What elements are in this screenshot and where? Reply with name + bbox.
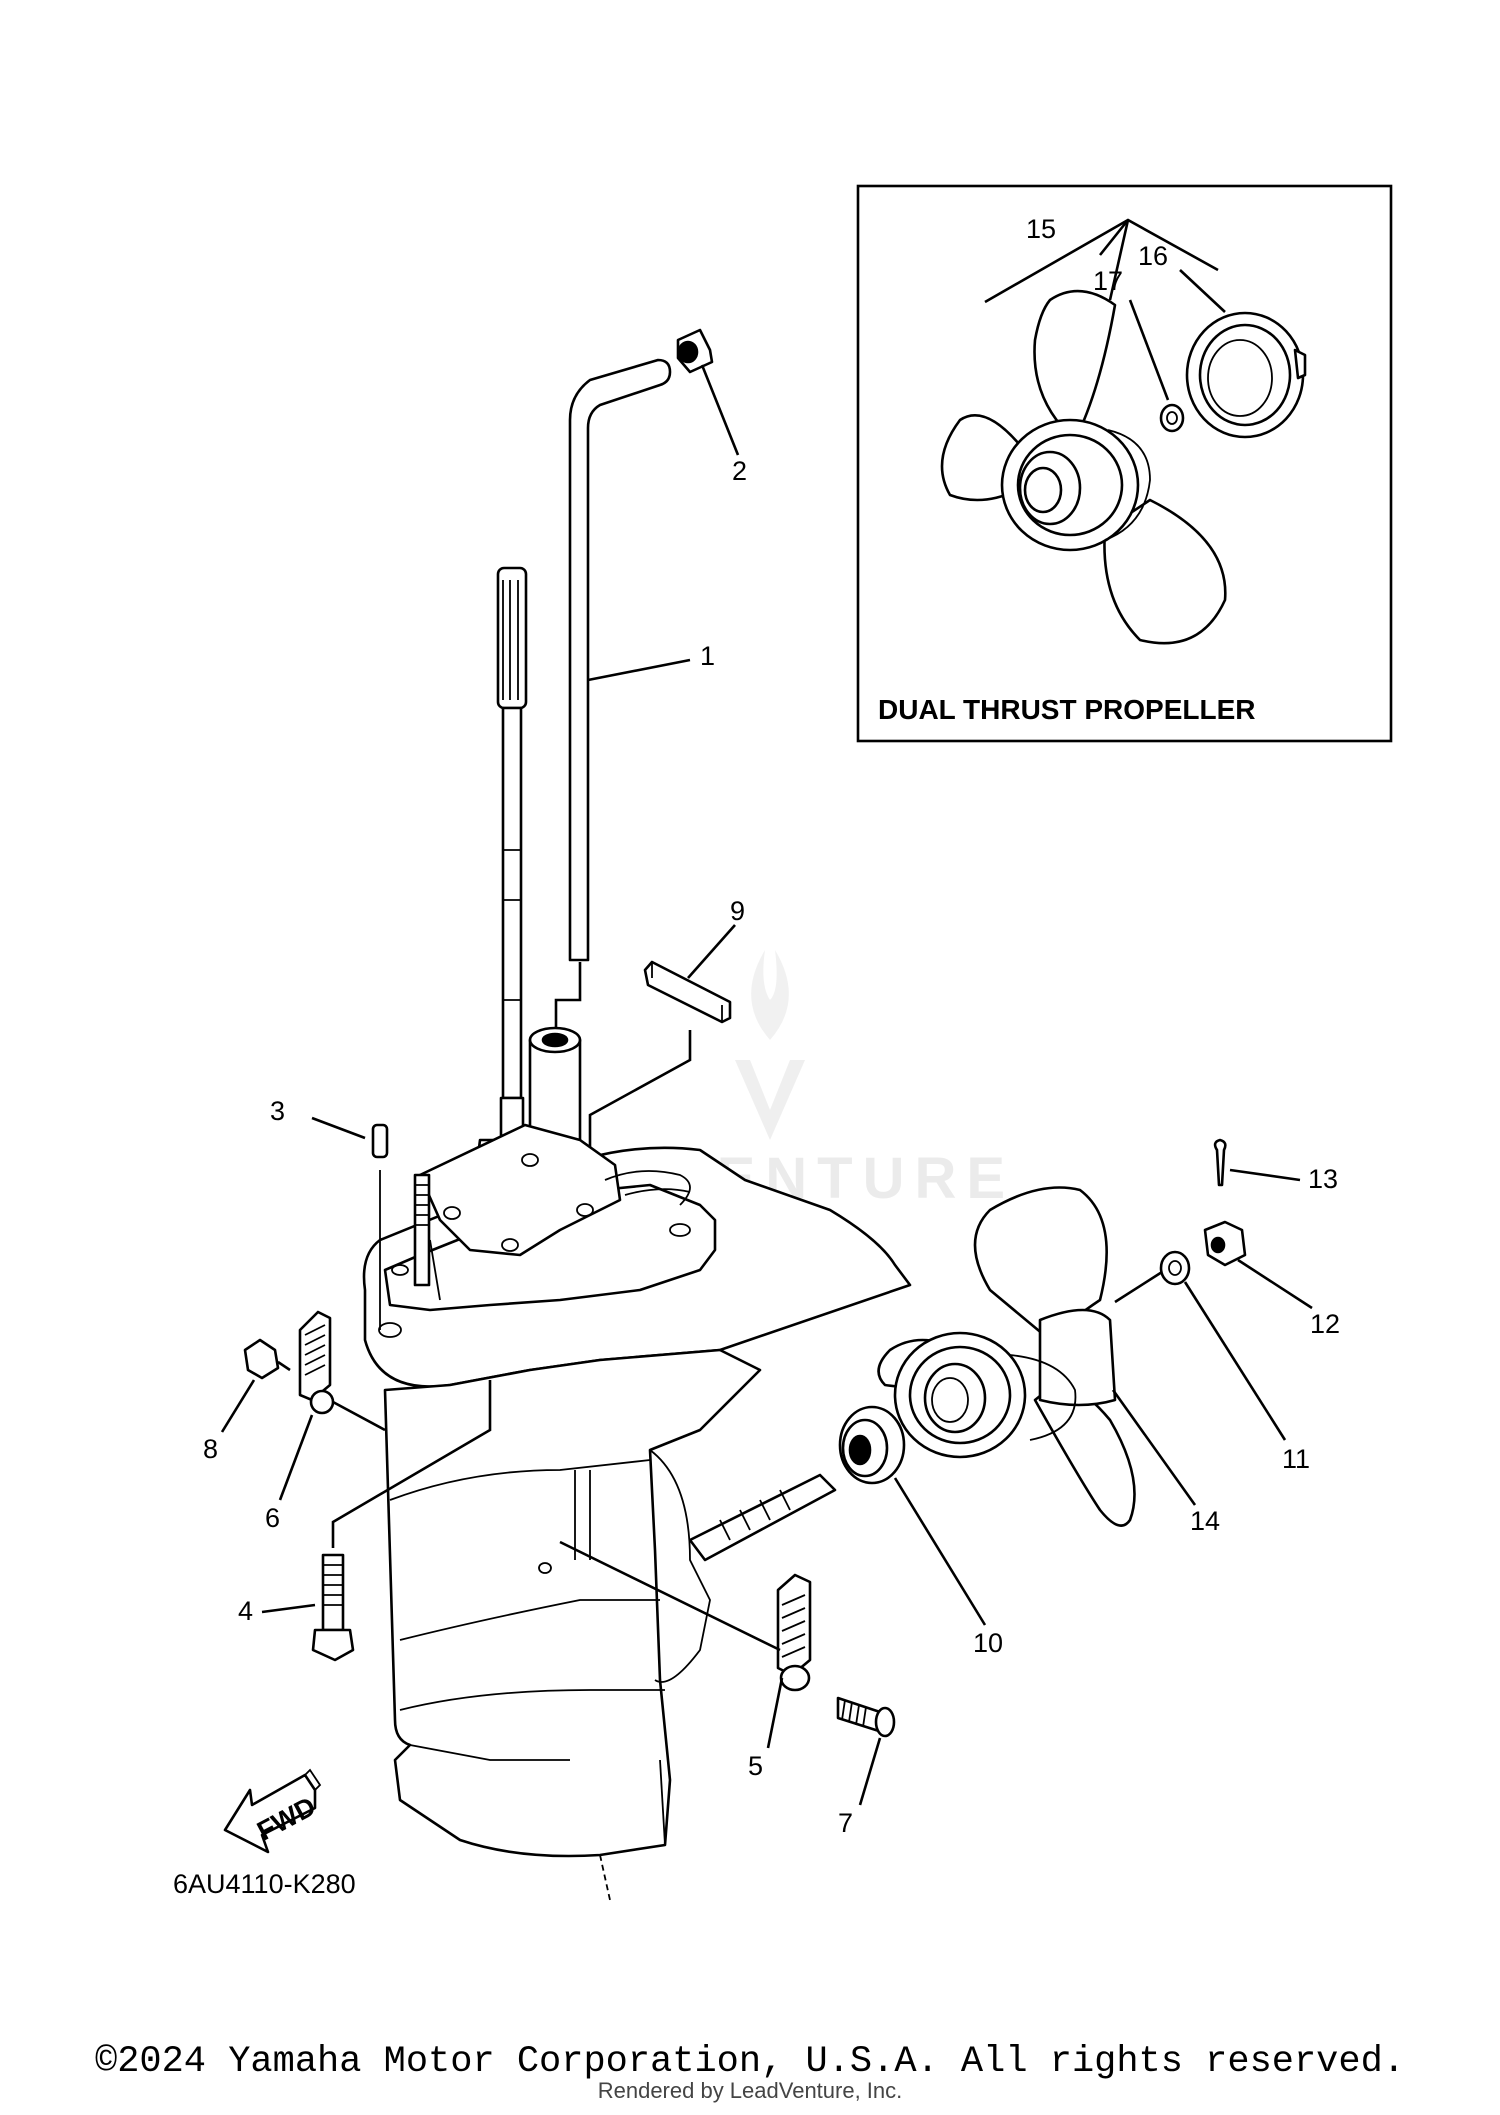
part-9-damper-icon: 9 <box>588 896 745 1150</box>
parts-diagram: LEADVENTURE DUAL THRUST PROPELLER <box>173 184 1393 1901</box>
part-8-nut-icon: 8 <box>203 1338 291 1464</box>
part-4-bolt-icon: 4 <box>238 1380 492 1662</box>
callout-8: 8 <box>203 1434 218 1464</box>
callout-12: 12 <box>1310 1309 1340 1339</box>
part-14-propeller-icon: 14 <box>877 1186 1220 1536</box>
part-5-anode-icon: 5 <box>559 1540 812 1781</box>
callout-1: 1 <box>700 641 715 671</box>
callout-4: 4 <box>238 1596 253 1626</box>
part-2-grommet-icon: 2 <box>676 328 747 486</box>
diagram-code: 6AU4110-K280 <box>173 1869 356 1899</box>
callout-3: 3 <box>270 1096 285 1126</box>
callout-11: 11 <box>1282 1444 1310 1474</box>
rendered-by-notice: Rendered by LeadVenture, Inc. <box>597 2078 903 2103</box>
callout-14: 14 <box>1190 1506 1220 1536</box>
callout-10: 10 <box>973 1628 1003 1658</box>
copyright-notice: ©2024 Yamaha Motor Corporation, U.S.A. A… <box>94 2041 1405 2083</box>
part-7-screw-icon: 7 <box>836 1696 896 1838</box>
callout-9: 9 <box>730 896 745 926</box>
inset-title: DUAL THRUST PROPELLER <box>878 694 1256 725</box>
callout-7: 7 <box>838 1808 853 1838</box>
fwd-arrow-icon: FWD <box>223 1768 322 1854</box>
part-13-cotter-pin-icon: 13 <box>1213 1138 1338 1194</box>
lower-casing-icon <box>362 1123 912 1901</box>
callout-17: 17 <box>1093 266 1123 296</box>
dual-thrust-propeller-icon <box>940 289 1307 645</box>
part-1-water-tube-icon: 1 <box>554 358 715 1030</box>
callout-5: 5 <box>748 1751 763 1781</box>
propeller-shaft-icon <box>688 1473 837 1562</box>
inset-box: DUAL THRUST PROPELLER 15 16 17 <box>856 184 1393 743</box>
callout-6: 6 <box>265 1503 280 1533</box>
callout-16: 16 <box>1138 241 1168 271</box>
tube-collar-icon <box>528 1026 582 1148</box>
part-6-anode-icon: 6 <box>265 1310 386 1533</box>
callout-2: 2 <box>732 456 747 486</box>
callout-13: 13 <box>1308 1164 1338 1194</box>
part-11-washer-icon: 11 <box>1114 1250 1310 1474</box>
callout-15: 15 <box>1026 214 1056 244</box>
part-12-nut-icon: 12 <box>1203 1220 1340 1339</box>
part-3-pin-icon: 3 <box>270 1096 389 1330</box>
part-10-spacer-icon: 10 <box>838 1405 1003 1658</box>
